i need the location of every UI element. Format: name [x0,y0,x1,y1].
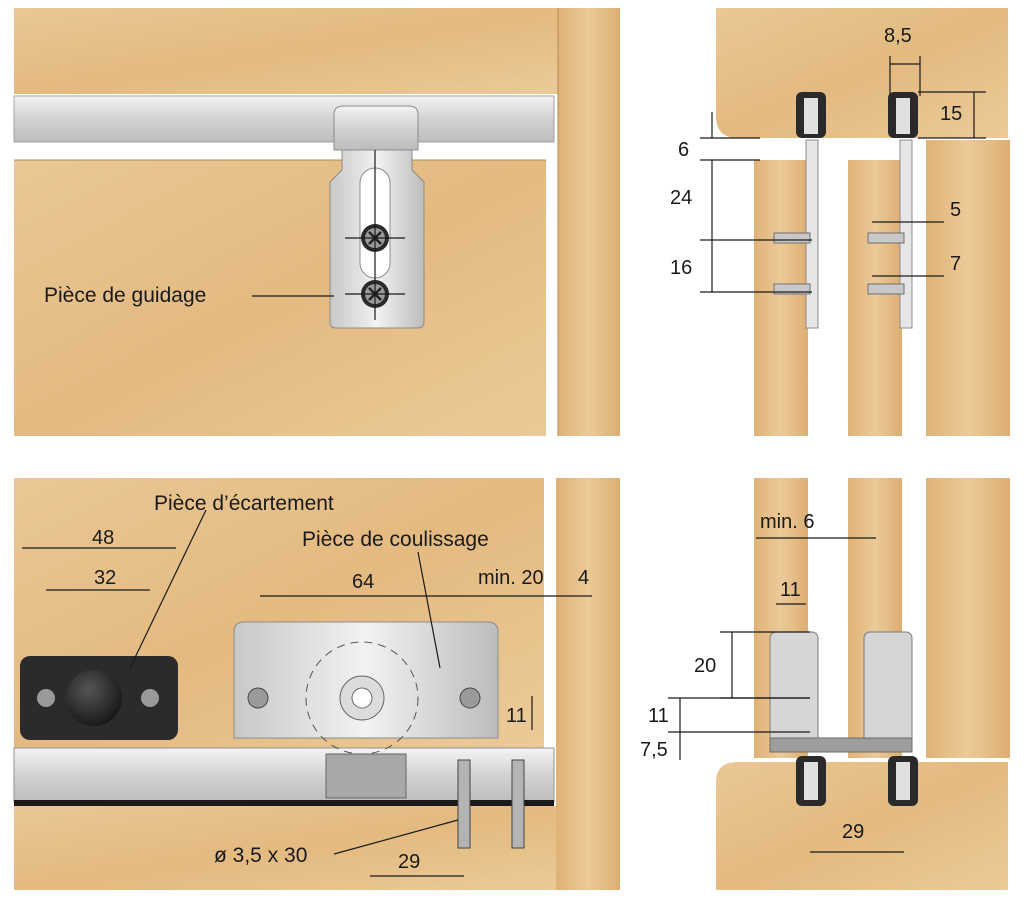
dim-5: 5 [950,199,961,221]
bushing-bottom-right [888,756,918,806]
side-board [558,8,620,436]
dim-min-6: min. 6 [760,511,814,533]
slide-unit-left [769,631,819,749]
dim-16: 16 [670,257,692,279]
label-spacer-piece: Pièce d’écartement [154,492,334,515]
bushing-right [888,92,918,138]
side-board-bottom-section [926,478,1010,758]
door-panel [14,160,546,436]
top-rail [13,95,555,143]
dim-11-lower: 11 [648,705,669,727]
dim-min-20: min. 20 [478,567,544,589]
label-guide-piece: Pièce de guidage [44,284,206,307]
dim-8-5: 8,5 [884,25,912,47]
dim-11-top: 11 [780,579,801,601]
dim-11: 11 [506,705,527,727]
dim-15: 15 [940,103,962,125]
dim-29: 29 [398,851,420,873]
dim-29-bottom: 29 [842,821,864,843]
panel-slide-section: min. 6 11 20 11 7,5 29 [640,478,1010,890]
panel-slide-front-view: Pièce d’écartement Pièce de coulissage 4… [13,478,620,890]
panel-guide-section: 8,5 15 6 24 16 5 7 [670,8,1010,436]
bushing-bottom-left [796,756,826,806]
slide-unit-right [863,631,913,749]
bottom-rail [13,747,555,803]
dim-7-5: 7,5 [640,739,668,761]
top-board [14,8,562,94]
door-left-section [754,160,808,436]
door-right-section [848,160,902,436]
dim-6: 6 [678,139,689,161]
dim-64: 64 [352,571,374,593]
top-board-section [716,8,1008,138]
wood-screw-icon [457,759,525,849]
dim-7: 7 [950,253,961,275]
label-screw-spec: ø 3,5 x 30 [214,844,307,867]
panel-guide-top-view: Pièce de guidage [12,8,620,436]
dim-32: 32 [94,567,116,589]
guide-cap [333,105,419,151]
spacer-piece [20,656,178,740]
side-board-section [926,140,1010,436]
bushing-left [796,92,826,138]
dim-20: 20 [694,655,716,677]
floor-board-section [716,762,1008,890]
side-board-bottom [556,478,620,890]
dim-48: 48 [92,527,114,549]
dim-24: 24 [670,187,692,209]
label-slide-piece: Pièce de coulissage [302,528,489,551]
dim-4: 4 [578,567,589,589]
slide-piece [233,621,499,799]
